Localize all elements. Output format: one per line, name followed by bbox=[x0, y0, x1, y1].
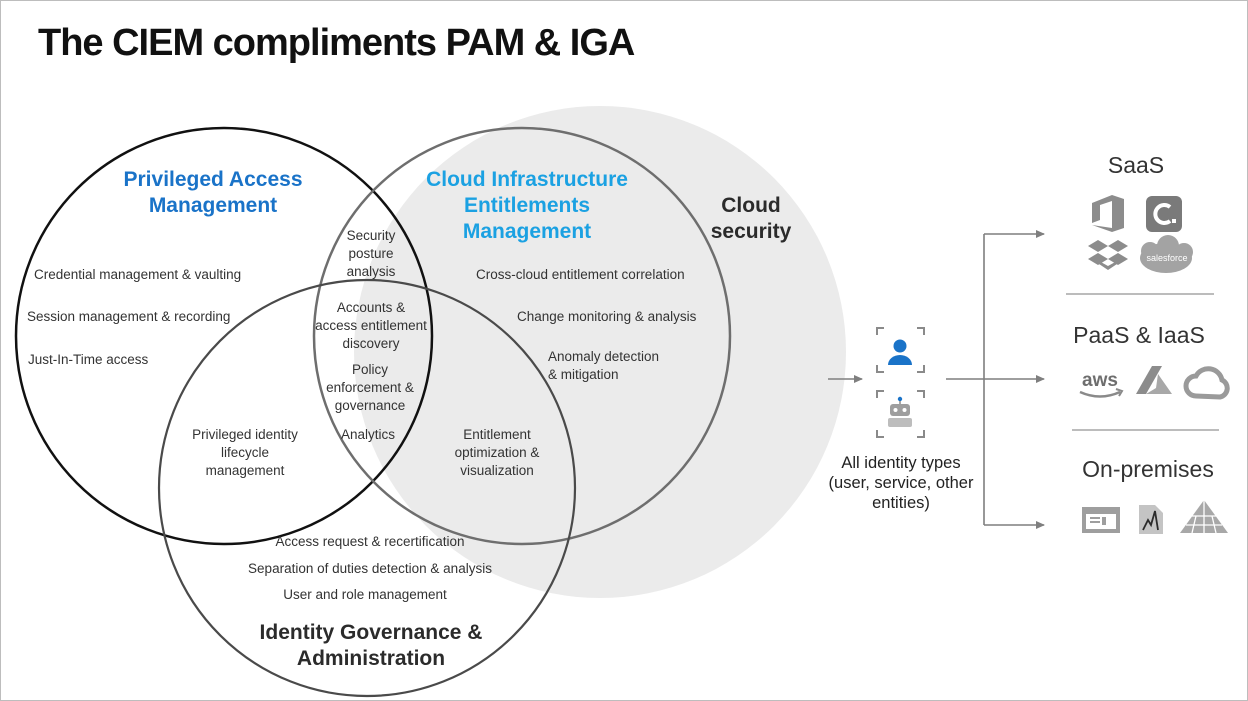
iga-heading-line1: Identity Governance & bbox=[259, 621, 483, 644]
iga-item-access-request: Access request & recertification bbox=[275, 534, 465, 549]
overlap-center-line5: enforcement & bbox=[326, 380, 414, 395]
saas-label: SaaS bbox=[1107, 152, 1165, 178]
azure-icon bbox=[1136, 366, 1172, 394]
pam-heading-line2: Management bbox=[148, 194, 278, 217]
salesforce-logo-text: salesforce bbox=[1146, 253, 1187, 263]
iga-circle bbox=[157, 278, 577, 698]
cloud-security-label: Cloud security bbox=[711, 193, 792, 245]
slide-title: The CIEM compliments PAM & IGA bbox=[38, 22, 635, 64]
aws-logo-text: aws bbox=[1082, 370, 1118, 391]
salesforce-icon: salesforce bbox=[1140, 235, 1193, 273]
overlap-ciem-iga: Entitlement optimization & visualization bbox=[455, 426, 540, 480]
ciem-item-correlation: Cross-cloud entitlement correlation bbox=[476, 267, 685, 282]
overlap-center-discovery: Accounts & access entitlement discovery bbox=[315, 299, 427, 353]
iga-item-sod: Separation of duties detection & analysi… bbox=[248, 561, 492, 576]
overlap-pam-ciem-line3: analysis bbox=[346, 264, 396, 279]
ciem-item-anomaly: Anomaly detection & mitigation bbox=[548, 348, 659, 384]
pam-heading-line1: Privileged Access bbox=[123, 168, 303, 191]
pam-item-session: Session management & recording bbox=[27, 309, 231, 324]
overlap-pam-iga-line3: management bbox=[205, 463, 285, 478]
overlap-pam-ciem-line1: Security bbox=[346, 228, 396, 243]
office-icon bbox=[1092, 195, 1124, 232]
cloud-security-line2: security bbox=[710, 220, 792, 243]
pam-heading: Privileged Access Management bbox=[124, 167, 303, 219]
overlap-center-line4: Policy bbox=[351, 362, 389, 377]
iga-heading-line2: Administration bbox=[296, 647, 446, 670]
overlap-pam-ciem-line2: posture bbox=[348, 246, 394, 261]
overlap-ciem-iga-line1: Entitlement bbox=[463, 427, 531, 442]
google-cloud-icon bbox=[1183, 366, 1230, 400]
ciem-heading: Cloud Infrastructure Entitlements Manage… bbox=[426, 167, 628, 245]
dropbox-icon bbox=[1088, 240, 1128, 270]
overlap-center-line6: governance bbox=[334, 398, 406, 413]
overlap-pam-iga-line1: Privileged identity bbox=[192, 427, 298, 442]
server-window-icon bbox=[1082, 507, 1120, 533]
on-premises-label: On-premises bbox=[1082, 456, 1214, 482]
aws-icon: aws bbox=[1079, 370, 1124, 398]
identity-caption-line1: All identity types bbox=[841, 454, 961, 472]
paas-iaas-label: PaaS & IaaS bbox=[1073, 322, 1205, 348]
overlap-center-policy: Policy enforcement & governance bbox=[326, 361, 414, 415]
overlap-ciem-iga-line3: visualization bbox=[460, 463, 534, 478]
pyramid-icon bbox=[1180, 500, 1228, 534]
service-identity-icon bbox=[876, 390, 925, 438]
overlap-center-analytics: Analytics bbox=[340, 427, 396, 442]
identity-caption-line3: entities) bbox=[872, 494, 930, 512]
ciem-circle bbox=[312, 126, 732, 546]
pam-item-jit: Just-In-Time access bbox=[28, 352, 149, 367]
ciem-item-change: Change monitoring & analysis bbox=[517, 309, 697, 324]
pam-item-credential: Credential management & vaulting bbox=[34, 267, 242, 282]
overlap-pam-ciem: Security posture analysis bbox=[347, 227, 396, 281]
ciem-heading-line3: Management bbox=[462, 220, 592, 243]
identity-types-caption: All identity types (user, service, other… bbox=[829, 453, 974, 513]
overlap-center-line2: access entitlement bbox=[315, 318, 427, 333]
cloud-security-bubble bbox=[354, 106, 846, 598]
iga-item-user-role: User and role management bbox=[283, 587, 447, 602]
ciem-heading-line2: Entitlements bbox=[463, 194, 591, 217]
overlap-center-line1: Accounts & bbox=[336, 300, 406, 315]
cloud-security-line1: Cloud bbox=[721, 194, 781, 217]
overlap-ciem-iga-line2: optimization & bbox=[454, 445, 540, 460]
identity-caption-line2: (user, service, other bbox=[828, 474, 974, 492]
overlap-pam-iga: Privileged identity lifecycle management bbox=[192, 426, 298, 480]
overlap-center-line3: discovery bbox=[342, 336, 400, 351]
ciem-heading-line1: Cloud Infrastructure bbox=[426, 168, 628, 191]
overlap-pam-iga-line2: lifecycle bbox=[220, 445, 269, 460]
ciem-item-anomaly-line2: & mitigation bbox=[548, 367, 619, 382]
ciem-item-anomaly-line1: Anomaly detection bbox=[548, 349, 660, 364]
document-chart-icon bbox=[1139, 505, 1163, 534]
c-app-icon bbox=[1146, 196, 1182, 232]
pam-circle bbox=[14, 126, 434, 546]
user-identity-icon bbox=[876, 327, 925, 373]
iga-heading: Identity Governance & Administration bbox=[260, 620, 483, 672]
